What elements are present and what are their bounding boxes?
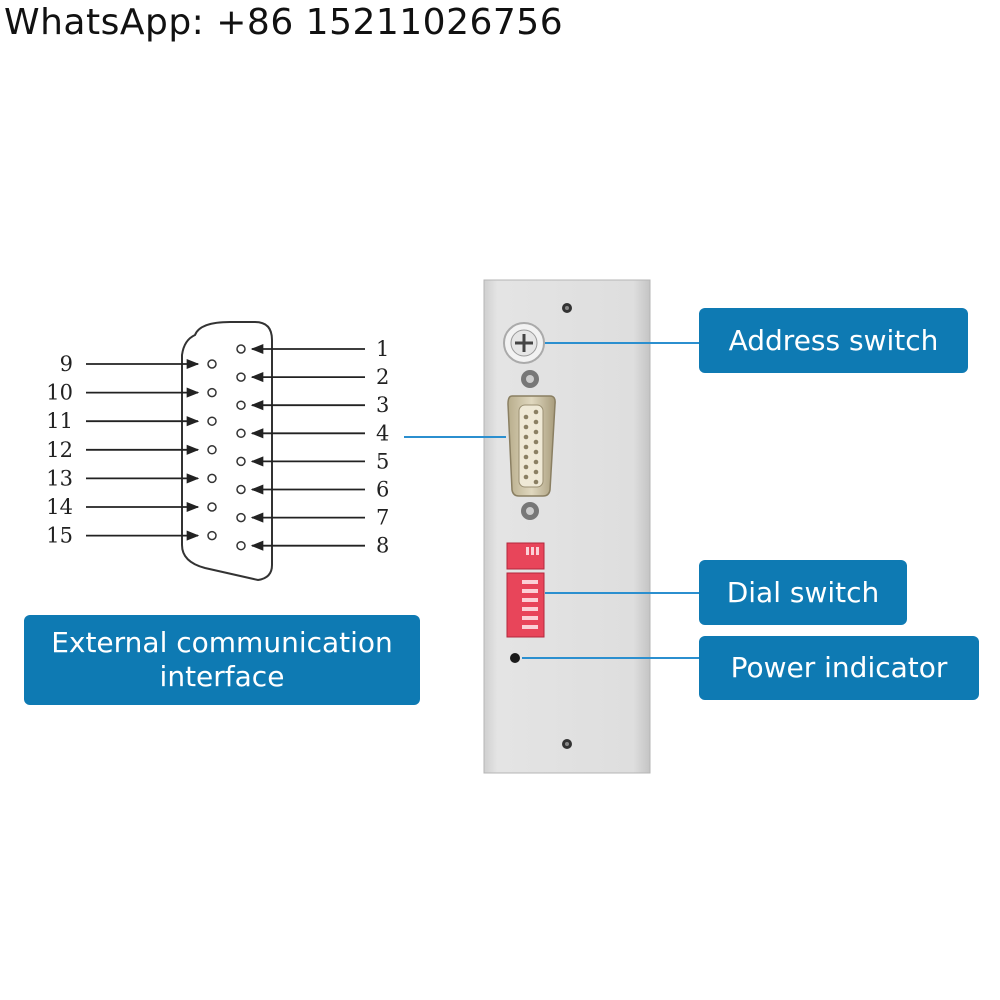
pin-row-left: 12 (46, 438, 217, 462)
pin-number: 5 (376, 449, 389, 473)
led-icon (510, 653, 520, 663)
pin-row-right: 2 (236, 365, 389, 389)
pin-number: 6 (376, 478, 389, 502)
pin-row-left: 14 (46, 495, 217, 519)
pin-number: 8 (376, 534, 389, 558)
pin-number: 7 (376, 506, 389, 530)
pin-row-right: 1 (236, 337, 389, 361)
pin-row-right: 3 (236, 393, 389, 417)
address-switch-label: Address switch (699, 308, 968, 373)
pin-number: 4 (376, 421, 389, 445)
pin-row-right: 8 (236, 534, 389, 558)
power-indicator-label: Power indicator (699, 636, 979, 700)
rotary-switch-icon (503, 322, 545, 364)
dial-switch-label: Dial switch (699, 560, 907, 625)
pin-row-right: 6 (236, 478, 389, 502)
pin-row-left: 13 (46, 466, 217, 490)
connector-pinout-icon (181, 321, 273, 582)
whatsapp-contact: WhatsApp: +86 15211026756 (4, 2, 564, 43)
pin-number: 2 (376, 365, 389, 389)
pin-row-right: 7 (236, 506, 389, 530)
pin-number: 3 (376, 393, 389, 417)
left-pin-group: 9 10 11 12 13 14 15 (46, 352, 217, 548)
pin-number: 14 (46, 495, 73, 519)
dip-switch-icon (506, 542, 545, 638)
leader-lines (404, 342, 700, 659)
pin-number: 11 (46, 409, 73, 433)
external-interface-label: External communication interface (24, 615, 420, 705)
pin-number: 13 (46, 466, 73, 490)
pin-row-right: 4 (236, 421, 389, 445)
pin-number: 12 (46, 438, 73, 462)
screw-icon (562, 303, 572, 313)
pin-row-right: 5 (236, 449, 389, 473)
db15-port-icon (507, 370, 556, 520)
device-panel (483, 279, 651, 774)
right-pin-group: 1 2 3 4 5 6 7 8 (236, 337, 389, 558)
pin-row-left: 9 (60, 352, 217, 376)
pin-number: 9 (60, 352, 73, 376)
pin-row-left: 11 (46, 409, 217, 433)
pin-number: 15 (46, 524, 73, 548)
pin-row-left: 15 (46, 524, 217, 548)
pin-row-left: 10 (46, 381, 217, 405)
pin-number: 1 (376, 337, 389, 361)
pin-number: 10 (46, 381, 73, 405)
